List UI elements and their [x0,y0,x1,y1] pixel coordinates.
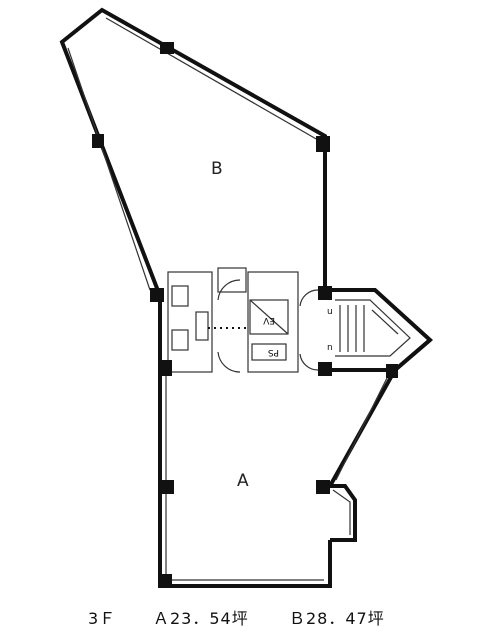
room-a-label: A [237,471,249,491]
svg-text:u: u [327,307,333,317]
svg-text:n: n [327,343,333,353]
elevator-shaft [249,299,289,335]
area-a-text: Ａ23．54坪 [153,609,249,628]
area-b-text: Ｂ28．47坪 [289,609,385,628]
core-area: EV PS [158,267,319,373]
floor-number: 3Ｆ [88,609,117,628]
ps-label: PS [268,347,279,357]
staircase: u n [325,288,434,372]
ps-box [251,343,287,361]
ev-label: EV [262,315,275,325]
floor-plan: u n EV PS B A [59,7,434,588]
columns [92,42,398,586]
floor-caption: 3Ｆ Ａ23．54坪 Ｂ28．47坪 [0,601,480,631]
room-b-label: B [211,159,223,179]
room-b-walls [59,7,327,297]
